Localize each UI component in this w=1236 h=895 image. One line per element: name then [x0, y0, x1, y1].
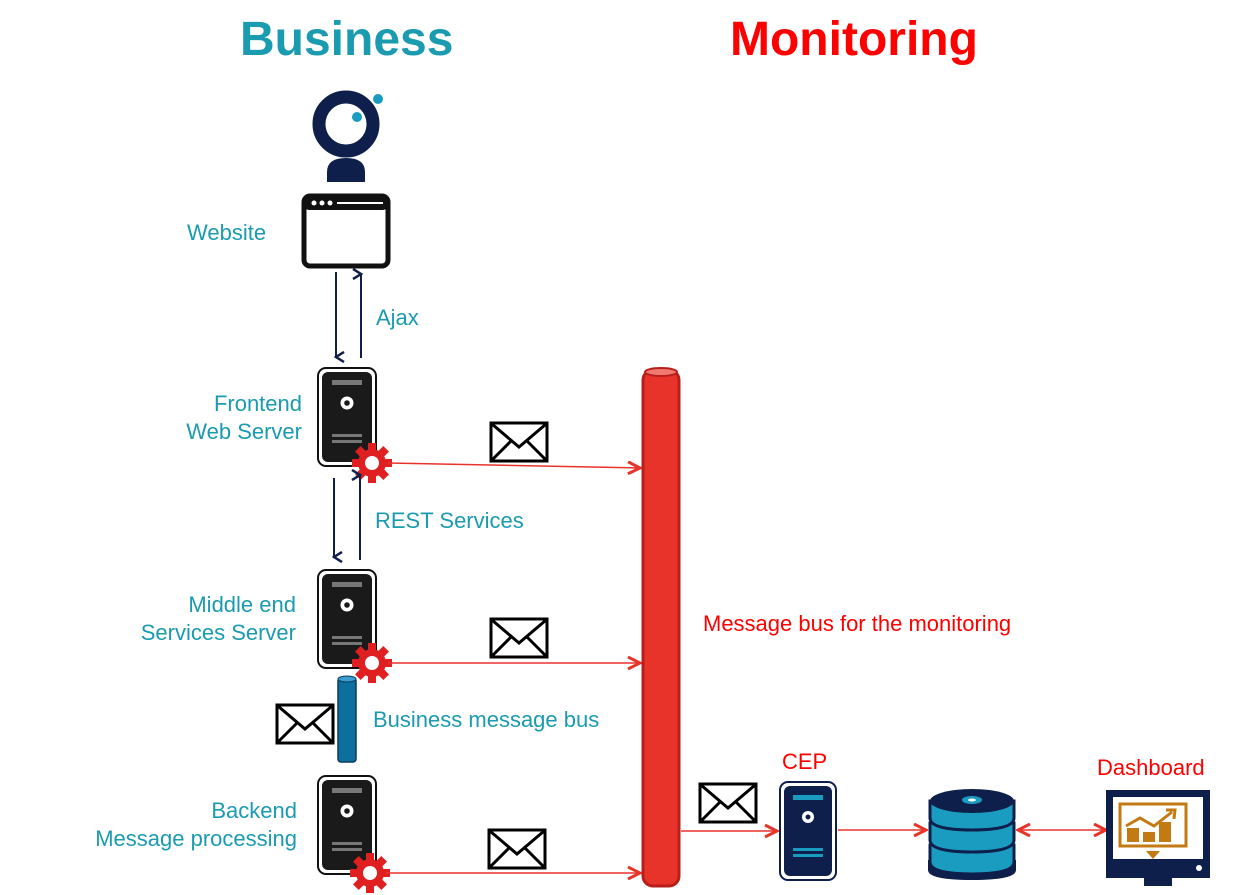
backend-label-line1: Backend [211, 798, 297, 823]
cep-envelope-icon [698, 782, 758, 824]
dashboard-monitor-icon [1106, 790, 1210, 886]
user-icon [312, 90, 383, 182]
middle-end-label-line2: Services Server [140, 620, 296, 645]
monitoring-heading: Monitoring [730, 13, 978, 66]
frontend-envelope-icon [489, 421, 549, 463]
browser-window-icon [301, 193, 391, 269]
frontend-gear-icon [352, 443, 392, 483]
business-heading: Business [240, 13, 454, 66]
backend-label: Backend Message processing [40, 797, 297, 853]
middle-end-label: Middle end Services Server [90, 591, 296, 647]
cep-label: CEP [782, 749, 828, 774]
rest-services-label: REST Services [375, 508, 524, 533]
middle-end-label-line1: Middle end [188, 592, 296, 617]
business-bus-cylinder-icon [337, 675, 357, 763]
ajax-label: Ajax [376, 305, 419, 330]
dashboard-chart-icon [1125, 808, 1177, 842]
backend-gear-icon [350, 853, 390, 893]
backend-label-line2: Message processing [95, 826, 297, 851]
dashboard-label: Dashboard [1097, 755, 1205, 780]
frontend-label: Frontend Web Server [140, 390, 302, 446]
frontend-label-line1: Frontend [213, 391, 302, 416]
business-bus-label: Business message bus [373, 707, 600, 732]
backend-envelope-icon [487, 828, 547, 870]
frontend-to-bus-arrow [387, 463, 640, 468]
monitoring-bus-label: Message bus for the monitoring [703, 611, 1012, 636]
middle-gear-icon [352, 643, 392, 683]
website-label: Website [187, 220, 267, 245]
business-bus-envelope-icon [275, 703, 335, 745]
middle-envelope-icon [489, 617, 549, 659]
frontend-label-line2: Web Server [186, 419, 302, 444]
cep-server-icon [779, 781, 837, 881]
database-icon [928, 789, 1016, 880]
monitoring-bus-cylinder-icon [641, 367, 681, 888]
